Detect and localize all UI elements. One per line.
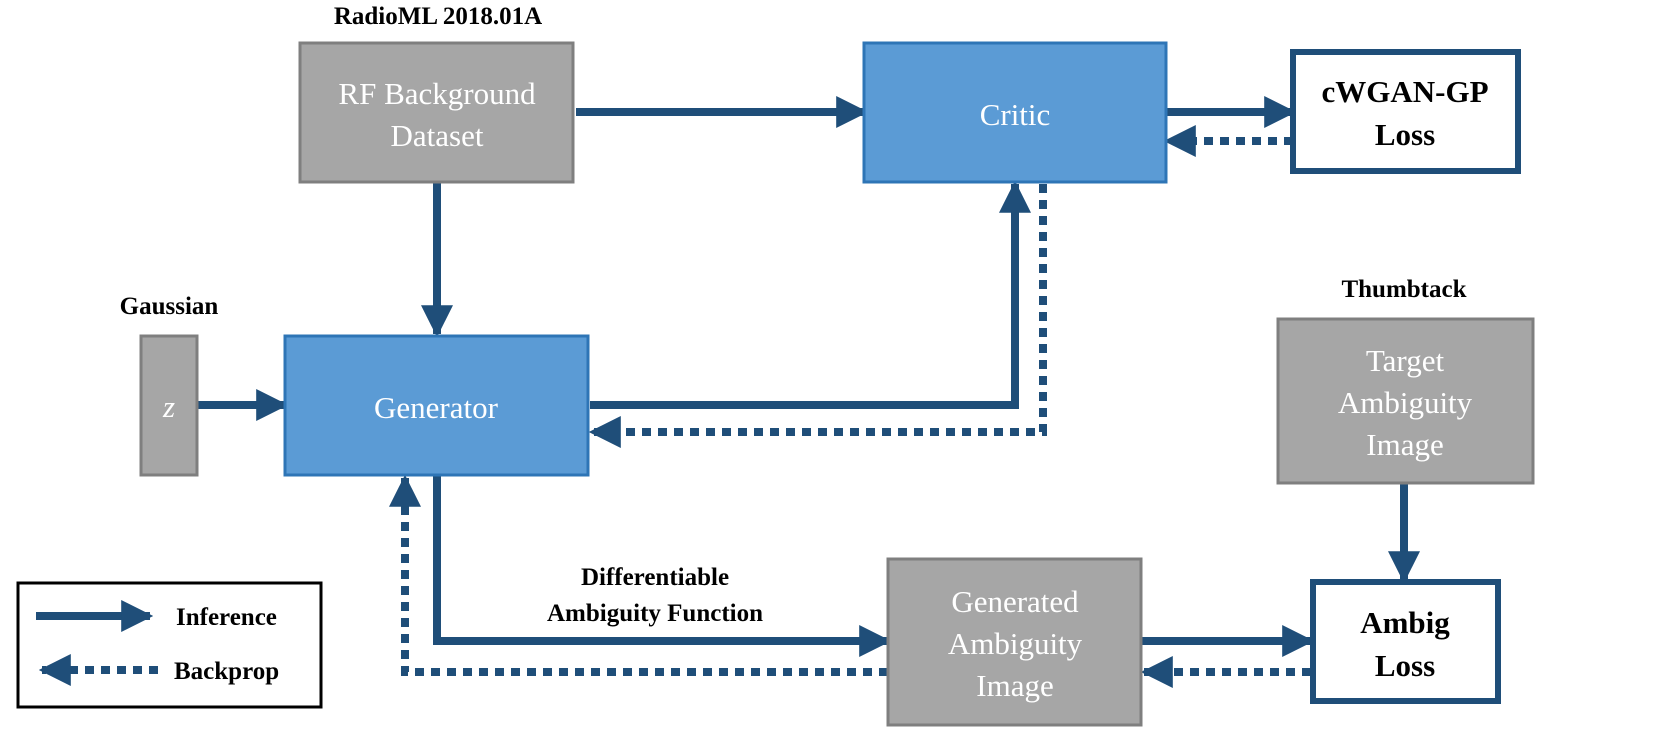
arrow-generator-to-generated-image	[433, 476, 892, 657]
critic-label: Critic	[980, 97, 1051, 132]
target-image-label-line2: Ambiguity	[1338, 385, 1473, 420]
noise-caption: Gaussian	[120, 293, 219, 320]
backprop-critic-to-generator	[588, 184, 1047, 448]
generator-label: Generator	[374, 390, 499, 425]
rf-dataset-label-line2: Dataset	[391, 118, 484, 153]
legend-box	[16, 581, 323, 709]
ambig-loss-label-line1: Ambig	[1360, 605, 1450, 640]
arrow-generator-to-critic	[590, 180, 1031, 409]
generated-image-label-line1: Generated	[951, 584, 1079, 619]
generated-image-label-line2: Ambiguity	[948, 626, 1083, 661]
cwgan-loss-label-line1: cWGAN-GP	[1321, 74, 1488, 109]
rf-dataset-label-line1: RF Background	[338, 76, 536, 111]
ambiguity-function-caption-line2: Ambiguity Function	[547, 600, 763, 627]
target-image-node: Target Ambiguity Image	[1276, 317, 1535, 485]
z-node: z	[139, 334, 199, 477]
target-image-label-line3: Image	[1366, 427, 1443, 462]
ambiguity-function-caption-line1: Differentiable	[581, 564, 729, 591]
dataset-caption: RadioML 2018.01A	[334, 3, 542, 30]
z-label: z	[162, 389, 175, 424]
backprop-generated-image-to-generator	[389, 474, 888, 676]
ambig-loss-node: Ambig Loss	[1310, 579, 1501, 704]
generated-image-label-line3: Image	[976, 668, 1053, 703]
cwgan-loss-label-line2: Loss	[1375, 117, 1435, 152]
generator-node: Generator	[283, 334, 590, 477]
legend-inference-label: Inference	[176, 604, 277, 631]
target-caption: Thumbtack	[1341, 276, 1466, 303]
critic-node: Critic	[862, 41, 1168, 184]
target-image-label-line1: Target	[1366, 343, 1445, 378]
inference-arrows	[198, 96, 1420, 657]
ambig-loss-label-line2: Loss	[1375, 648, 1435, 683]
legend: Inference Backprop	[16, 581, 323, 709]
generated-image-node: Generated Ambiguity Image	[886, 557, 1143, 727]
rf-dataset-node: RF Background Dataset	[298, 41, 575, 184]
backprop-arrows	[389, 125, 1311, 688]
cwgan-loss-node: cWGAN-GP Loss	[1290, 49, 1521, 174]
legend-backprop-label: Backprop	[174, 658, 279, 685]
